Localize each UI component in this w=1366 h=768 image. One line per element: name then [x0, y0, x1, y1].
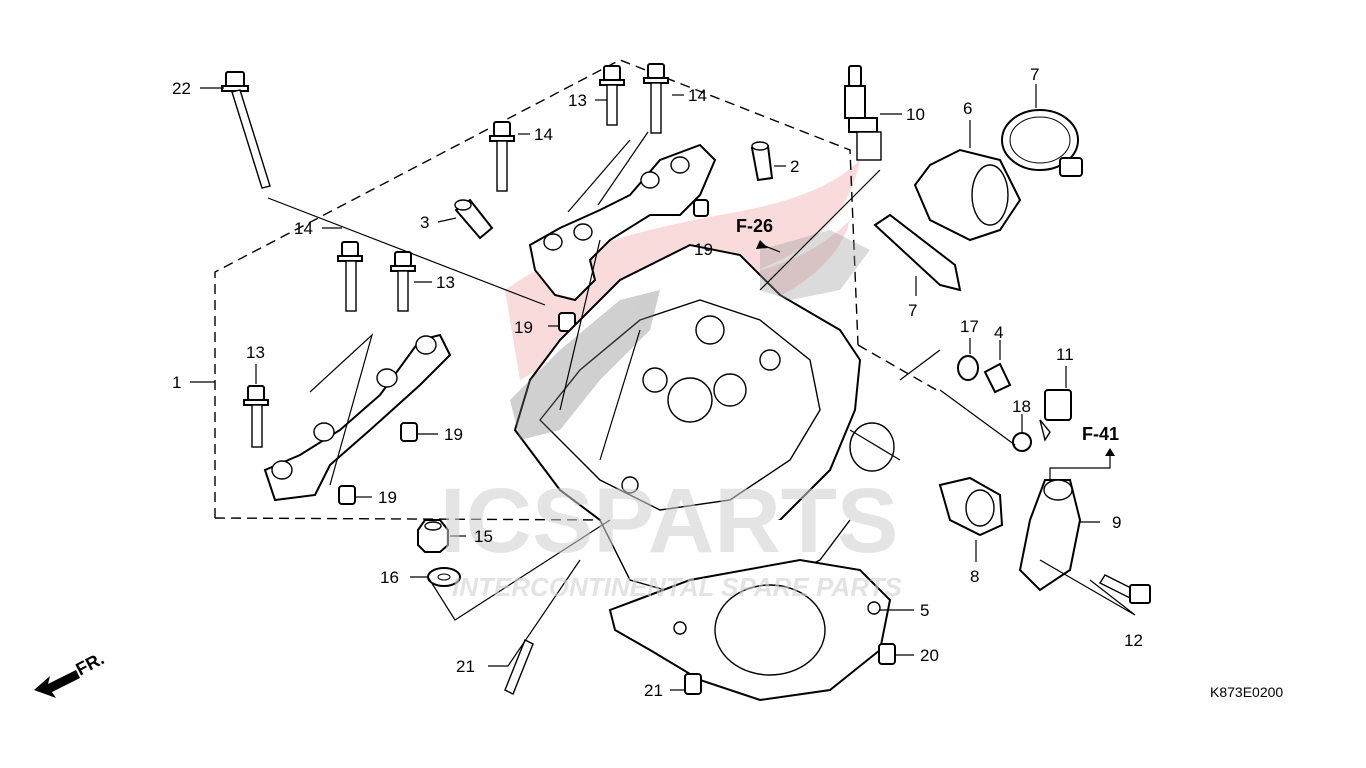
callout-19: 19 — [514, 318, 533, 337]
clamp-lower — [873, 213, 962, 292]
callout-6: 6 — [963, 99, 972, 118]
dowel-19-c — [400, 422, 418, 442]
thermostat-8 — [938, 476, 1004, 537]
reference-f41: F-41 — [1082, 424, 1119, 444]
bolt-14-mid — [489, 121, 515, 192]
callout-9: 9 — [1112, 513, 1121, 532]
dowel-3 — [454, 198, 494, 240]
callout-15: 15 — [474, 527, 493, 546]
sensor-11 — [1039, 389, 1072, 442]
callout-19: 19 — [444, 425, 463, 444]
bolt-12 — [1098, 574, 1151, 604]
dowel-21-a — [878, 643, 896, 665]
callout-13: 13 — [568, 91, 587, 110]
callout-12: 12 — [1124, 631, 1143, 650]
water-joint-9 — [1018, 479, 1082, 592]
callout-8: 8 — [970, 567, 979, 586]
front-direction-arrow: FR. — [34, 648, 107, 698]
callout-22: 22 — [172, 79, 191, 98]
callout-14: 14 — [294, 219, 313, 238]
clamp-upper — [1001, 109, 1083, 177]
callout-21: 21 — [644, 681, 663, 700]
bolt-22 — [221, 71, 271, 189]
washer-18 — [1012, 432, 1032, 452]
head-gasket — [608, 558, 892, 702]
spark-plug — [844, 65, 882, 161]
diagram-code: K873E0200 — [1210, 684, 1283, 700]
callout-7: 7 — [908, 301, 917, 320]
bolt-14-left — [337, 241, 363, 312]
callout-21: 20 — [920, 646, 939, 665]
dowel-21-b — [684, 673, 702, 695]
watermark-sub: INTERCONTINENTAL SPARE PARTS — [452, 572, 902, 602]
callout-4: 4 — [994, 323, 1003, 342]
dowel-19-b — [558, 312, 576, 332]
callout-7: 7 — [1030, 65, 1039, 84]
callout-3: 3 — [420, 213, 429, 232]
camshaft-holder-lower — [263, 333, 452, 502]
callout-19: 19 — [694, 240, 713, 259]
insulator — [913, 148, 1022, 242]
bolt-14-upper — [643, 63, 669, 134]
callout-labels: 22 13 14 14 10 6 7 2 3 19 14 13 7 19 17 … — [172, 65, 1143, 700]
nut-15 — [417, 519, 449, 553]
callout-10: 10 — [906, 105, 925, 124]
bolt-13-left-a — [390, 251, 416, 312]
bolt-13-left-b — [243, 385, 269, 448]
seal-17 — [957, 355, 979, 381]
reference-f26: F-26 — [736, 216, 773, 236]
callout-18: 18 — [1012, 397, 1031, 416]
callout-14: 14 — [534, 125, 553, 144]
callout-20: 21 — [456, 657, 475, 676]
camshaft-holder-upper — [528, 143, 717, 302]
dowel-19-d — [338, 485, 356, 505]
callout-19: 19 — [378, 488, 397, 507]
callout-14: 14 — [688, 86, 707, 105]
gasket-shading — [510, 230, 870, 440]
callout-13: 13 — [246, 343, 265, 362]
callout-13: 13 — [436, 273, 455, 292]
callout-2: 2 — [790, 157, 799, 176]
group-outline — [214, 59, 941, 521]
dowel-2 — [750, 141, 774, 182]
callout-16: 16 — [380, 568, 399, 587]
watermark-main: ICSPARTS — [440, 470, 898, 572]
callout-17: 17 — [960, 317, 979, 336]
bolt-13-upper — [599, 65, 625, 126]
callout-11: 11 — [1056, 345, 1074, 364]
stud-20 — [504, 639, 534, 695]
callout-5: 5 — [920, 601, 929, 620]
callout-1: 1 — [172, 373, 181, 392]
dowel-19-a — [693, 199, 709, 217]
cylinder-head — [513, 243, 895, 601]
plug-4 — [983, 362, 1012, 394]
